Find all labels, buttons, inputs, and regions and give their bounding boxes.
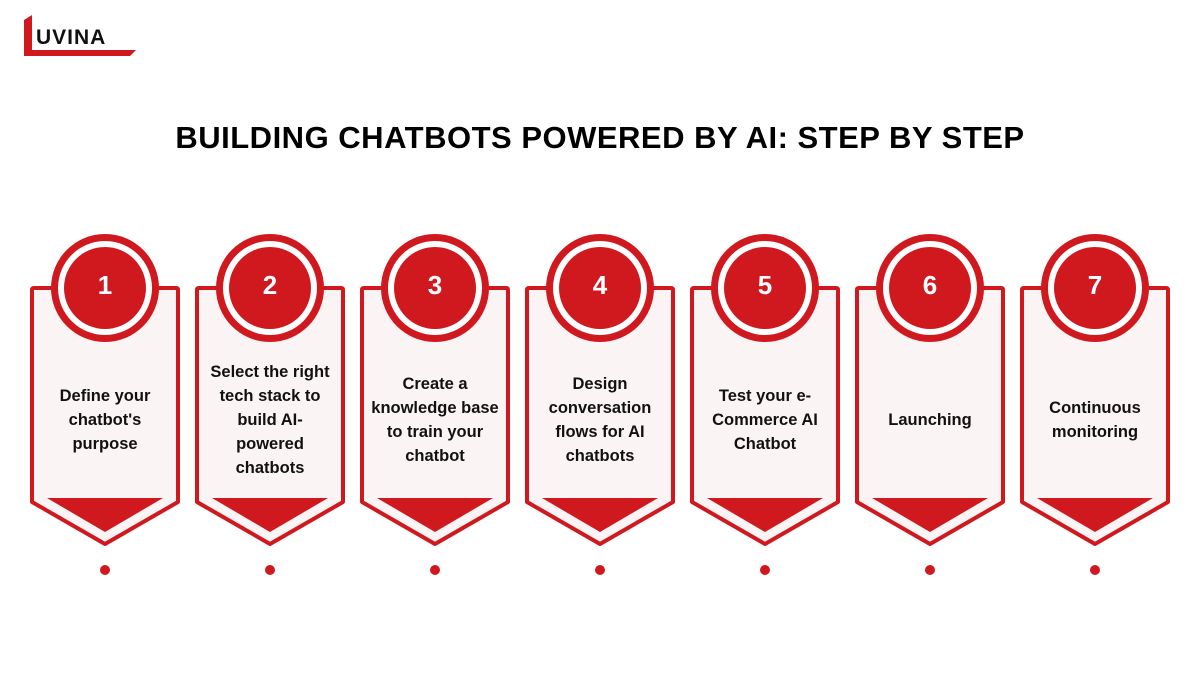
step-card-4: 4 Design conversation flows for AI chatb…	[520, 230, 680, 580]
page-title: BUILDING CHATBOTS POWERED BY AI: STEP BY…	[175, 120, 1025, 155]
step-label: Define your chatbot's purpose	[39, 335, 171, 505]
step-card-shape	[1020, 234, 1170, 575]
luvina-logo: UVINA	[20, 12, 140, 60]
step-number: 3	[427, 270, 443, 300]
step-card-2: 2 Select the right tech stack to build A…	[190, 230, 350, 580]
step-dot	[760, 565, 770, 575]
step-card-shape	[30, 234, 180, 575]
step-card-shape	[690, 234, 840, 575]
step-dot	[925, 565, 935, 575]
step-dot	[1090, 565, 1100, 575]
step-card-shape	[360, 234, 510, 575]
step-label: Test your e-Commerce AI Chatbot	[699, 335, 831, 505]
step-card-3: 3 Create a knowledge base to train your …	[355, 230, 515, 580]
step-label: Launching	[864, 335, 996, 505]
step-card-shape	[855, 234, 1005, 575]
step-label-text: Define your chatbot's purpose	[59, 387, 151, 453]
step-dot	[100, 565, 110, 575]
step-label-text: Create a knowledge base to train your ch…	[371, 375, 499, 465]
step-number: 1	[97, 270, 113, 300]
step-dot	[430, 565, 440, 575]
step-label: Select the right tech stack to build AI-…	[204, 335, 336, 505]
step-dot	[595, 565, 605, 575]
step-number: 6	[922, 270, 938, 300]
logo-text: UVINA	[36, 26, 107, 49]
step-card-shape	[525, 234, 675, 575]
step-number: 2	[262, 270, 278, 300]
step-card-1: 1 Define your chatbot's purpose	[25, 230, 185, 580]
step-number: 4	[592, 270, 608, 300]
step-label: Continuous monitoring	[1029, 335, 1161, 505]
step-number: 5	[757, 270, 773, 300]
step-card-6: 6 Launching	[850, 230, 1010, 580]
step-label-text: Launching	[888, 411, 972, 429]
step-label-text: Design conversation flows for AI chatbot…	[548, 375, 652, 465]
step-label-text: Continuous monitoring	[1049, 399, 1141, 441]
step-label: Design conversation flows for AI chatbot…	[534, 335, 666, 505]
step-label-text: Test your e-Commerce AI Chatbot	[712, 387, 818, 453]
step-dot	[265, 565, 275, 575]
step-label-text: Select the right tech stack to build AI-…	[210, 363, 330, 477]
step-label: Create a knowledge base to train your ch…	[369, 335, 501, 505]
step-card-7: 7 Continuous monitoring	[1015, 230, 1175, 580]
step-number: 7	[1087, 270, 1103, 300]
step-card-5: 5 Test your e-Commerce AI Chatbot	[685, 230, 845, 580]
step-card-shape	[195, 234, 345, 575]
